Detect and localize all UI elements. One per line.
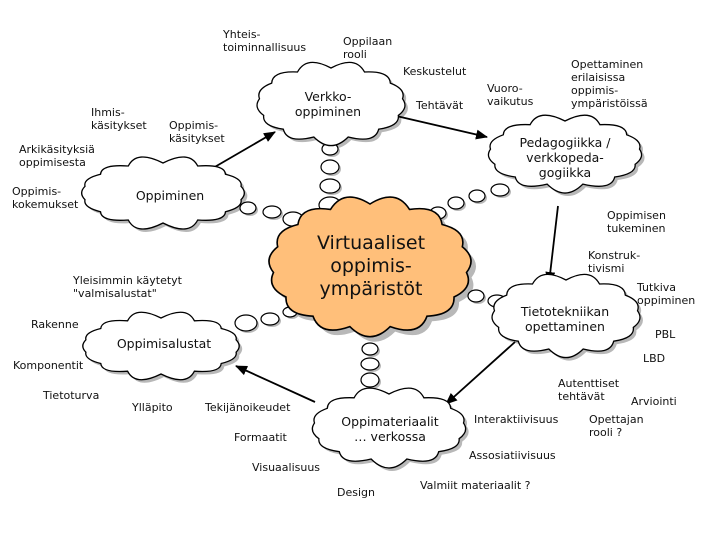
hub-tietotekniikan-opettaminen: Tietotekniikan opettaminen — [520, 304, 610, 334]
to-oppimateriaalit-bubble — [360, 372, 380, 388]
label-yleisimmin-kaytetyt: Yleisimmin käytetyt "valmisalustat" — [73, 274, 182, 300]
to-oppimateriaalit-bubble — [360, 357, 380, 371]
to-oppimisalustat-bubble — [234, 314, 258, 332]
label-tutkiva-oppiminen: Tutkiva oppiminen — [637, 281, 696, 307]
label-opettaminen-erilaisissa: Opettaminen erilaisissa oppimis- ympäris… — [571, 58, 648, 110]
label-tehtavat: Tehtävät — [416, 99, 464, 112]
to-verkko-bubble — [320, 159, 340, 175]
label-interaktiivisuus: Interaktiivisuus — [474, 413, 559, 426]
label-autenttiset-tehtavat: Autenttiset tehtävät — [558, 377, 620, 403]
cloud-center — [268, 196, 472, 338]
label-tietoturva: Tietoturva — [43, 389, 100, 402]
to-tietotekniikka-bubble — [467, 289, 485, 303]
label-yhteistoiminnallisuus: Yhteis- toiminnallisuus — [223, 28, 307, 54]
cloud-oppimisalustat — [82, 311, 240, 381]
label-keskustelut: Keskustelut — [403, 65, 467, 78]
label-komponentit: Komponentit — [13, 359, 84, 372]
label-oppimiskokemukset: Oppimis- kokemukset — [12, 185, 79, 211]
label-lbd: LBD — [643, 352, 666, 365]
label-visuaalisuus: Visuaalisuus — [252, 461, 321, 474]
arrow-oppiminen-to-verkko — [212, 131, 276, 169]
label-design: Design — [337, 486, 375, 499]
hub-oppiminen: Oppiminen — [135, 188, 205, 203]
hub-oppimisalustat: Oppimisalustat — [116, 336, 212, 351]
center-title: Virtuaaliset oppimis- ympäristöt — [316, 232, 426, 300]
label-oppimisen-tukeminen: Oppimisen tukeminen — [607, 209, 666, 235]
cloud-pedagogiikka — [487, 114, 643, 194]
label-pbl: PBL — [655, 328, 676, 341]
label-opettajan-rooli: Opettajan rooli ? — [589, 413, 644, 439]
cloud-oppimateriaalit — [311, 387, 467, 469]
arrow-verkko-to-pedagogiikka — [391, 114, 488, 140]
hub-pedagogiikka: Pedagogiikka / verkkopeda- gogiikka — [519, 135, 611, 180]
label-arviointi: Arviointi — [631, 395, 677, 408]
to-pedagogiikka-bubble — [490, 183, 510, 197]
cloud-oppiminen — [81, 156, 245, 230]
label-valmiit-materiaalit: Valmiit materiaalit ? — [420, 479, 531, 492]
label-formaatit: Formaatit — [234, 431, 287, 444]
label-ihmiskasitykset: Ihmis- käsitykset — [91, 106, 147, 132]
label-oppilaan-rooli: Oppilaan rooli — [343, 35, 393, 61]
label-yllapito: Ylläpito — [132, 401, 173, 414]
label-arkikasityksia: Arkikäsityksiä oppimisesta — [19, 143, 95, 169]
arrow-oppimateriaalit-to-oppimisalustat — [235, 365, 316, 403]
arrow-tietotekniikka-to-oppimateriaalit — [445, 341, 516, 405]
to-oppiminen-bubble — [262, 205, 282, 219]
arrow-pedagogiikka-to-tietotekniikka — [545, 205, 559, 284]
to-oppimateriaalit-bubble — [361, 342, 379, 356]
hub-oppimateriaalit: Oppimateriaalit … verkossa — [341, 414, 439, 444]
label-assosiatiivisuus: Assosiatiivisuus — [469, 449, 556, 462]
to-oppiminen-bubble — [239, 201, 257, 215]
label-rakenne: Rakenne — [31, 318, 79, 331]
to-pedagogiikka-bubble — [447, 196, 465, 210]
to-verkko-bubble — [319, 178, 341, 194]
label-vuorovaikutus: Vuoro- vaikutus — [487, 82, 534, 108]
label-oppimiskasitykset: Oppimis- käsitykset — [169, 119, 225, 145]
cloud-tietotekniikka — [491, 273, 641, 359]
label-konstruktivismi: Konstruk- tivismi — [588, 249, 641, 275]
to-pedagogiikka-bubble — [468, 189, 486, 203]
hub-verkko-oppiminen: Verkko- oppiminen — [294, 89, 362, 119]
to-oppimisalustat-bubble — [260, 312, 280, 326]
label-tekijanoikeudet: Tekijänoikeudet — [205, 401, 291, 414]
cloud-verkko-oppiminen — [256, 61, 406, 147]
